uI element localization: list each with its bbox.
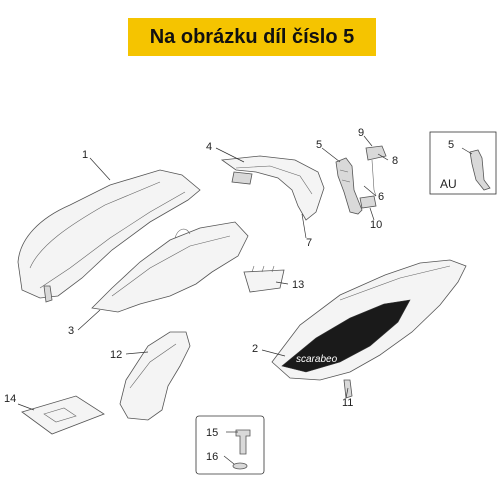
callout-3: 3 (68, 325, 74, 337)
banner-title: Na obrázku díl číslo 5 (149, 25, 355, 48)
part-12-mudguard (119, 331, 191, 421)
fastener-box-frame (195, 415, 265, 475)
callout-1: 1 (82, 149, 88, 161)
callout-9: 9 (358, 127, 364, 139)
callout-6: 6 (378, 191, 384, 203)
fastener-kit-box (195, 415, 265, 475)
leader-lines (17, 135, 389, 465)
part-8-9-spring-clip (365, 145, 387, 197)
part-10-fastener (359, 195, 377, 209)
callout-7: 7 (306, 237, 312, 249)
callout-12: 12 (110, 349, 122, 361)
part-14-plate (21, 395, 105, 435)
callout-16: 16 (206, 451, 218, 463)
callout-2: 2 (252, 343, 258, 355)
part-13-clip (243, 265, 285, 293)
callout-13: 13 (292, 279, 304, 291)
inset-frame (429, 131, 497, 195)
callout-numbers: 1 2 3 4 5 6 7 8 9 10 11 12 13 14 15 16 (4, 127, 398, 463)
part-5-bracket (335, 157, 363, 215)
screw (235, 429, 251, 455)
part-1-left-side-panel (17, 169, 201, 303)
callout-4: 4 (206, 141, 212, 153)
inset-callout: 5 (448, 139, 454, 151)
callout-8: 8 (392, 155, 398, 167)
brand-logo: scarabeo (296, 354, 338, 365)
part-2-right-side-panel: scarabeo (271, 259, 467, 399)
callout-11: 11 (342, 397, 353, 409)
part-3-inner-tray (91, 221, 249, 313)
part-4-rear-fender (220, 155, 325, 221)
callout-10: 10 (370, 219, 382, 231)
callout-5: 5 (316, 139, 322, 151)
washer (232, 462, 248, 470)
callout-15: 15 (206, 427, 218, 439)
inset-au: 5 AU (429, 131, 497, 195)
title-banner: Na obrázku díl číslo 5 (128, 18, 376, 56)
inset-region-label: AU (440, 177, 457, 191)
callout-14: 14 (4, 393, 16, 405)
